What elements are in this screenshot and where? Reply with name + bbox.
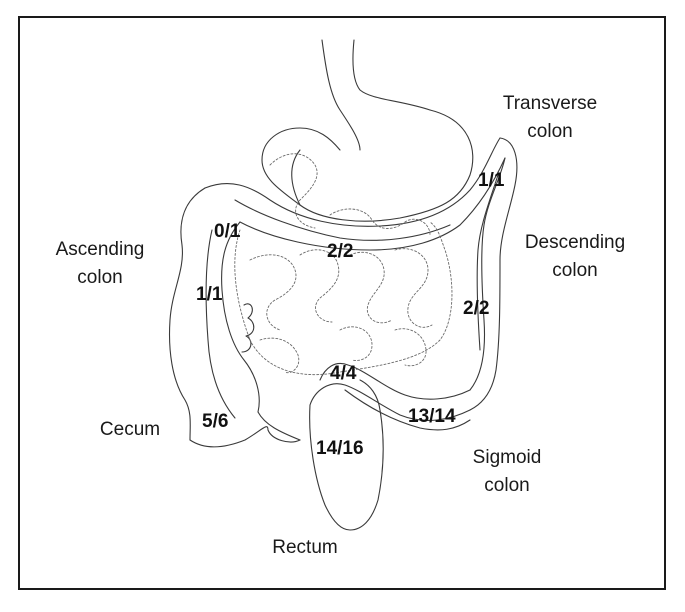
label-ascending-line2: colon <box>77 267 123 288</box>
ratio-sigmoid-upper: 4/4 <box>330 363 357 384</box>
cecum-outline <box>189 426 301 448</box>
ratio-rectum: 14/16 <box>316 438 364 459</box>
ascending-colon-lumen <box>205 229 236 419</box>
transverse-colon-upper <box>204 137 501 227</box>
small-intestine-loop-3 <box>249 254 297 331</box>
stomach-outline <box>261 109 474 222</box>
label-ascending-colon: Ascending colon <box>40 236 160 292</box>
ratio-descending: 2/2 <box>463 298 490 319</box>
small-intestine-boundary <box>234 221 453 376</box>
label-sigmoid-line2: colon <box>484 475 530 496</box>
small-intestine-loop-1 <box>269 153 318 229</box>
ratio-cecum: 5/6 <box>202 411 229 432</box>
label-cecum: Cecum <box>99 419 161 440</box>
haustra-bumps <box>241 303 255 353</box>
sigmoid-inner <box>319 362 471 400</box>
ratio-ascending-lower: 1/1 <box>196 284 223 305</box>
label-descending-colon: Descending colon <box>510 229 640 285</box>
label-descending-line2: colon <box>552 260 598 281</box>
small-intestine-loop-2 <box>329 208 431 236</box>
esophagus-outline-inner <box>352 39 431 111</box>
descending-colon-inner <box>469 157 506 391</box>
sigmoid-outer <box>309 383 471 421</box>
label-sigmoid-colon: Sigmoid colon <box>452 444 562 500</box>
label-transverse-colon: Transverse colon <box>490 90 610 146</box>
transverse-colon-band <box>234 199 451 241</box>
esophagus-outline <box>321 39 361 151</box>
rectum-outline <box>309 379 384 531</box>
figure-frame <box>18 16 666 590</box>
ratio-transverse-right: 1/1 <box>478 170 505 191</box>
stomach-lower-curve <box>291 149 301 206</box>
small-intestine-loop-9 <box>394 328 427 367</box>
label-transverse-line2: colon <box>527 121 573 142</box>
small-intestine-loop-6 <box>394 248 433 328</box>
label-sigmoid-line1: Sigmoid <box>472 447 542 468</box>
descending-colon-lumen <box>476 174 499 351</box>
small-intestine-loop-8 <box>339 326 373 361</box>
descending-colon-outer <box>469 137 518 411</box>
ratio-transverse-mid: 2/2 <box>327 241 354 262</box>
ascending-colon-inner <box>221 221 260 413</box>
label-transverse-line1: Transverse <box>502 93 598 114</box>
label-rectum: Rectum <box>272 537 338 558</box>
ascending-colon-outer <box>168 187 206 441</box>
ratio-ascending-upper: 0/1 <box>214 221 241 242</box>
appendix <box>257 411 301 441</box>
small-intestine-loop-4 <box>299 249 340 323</box>
label-descending-line1: Descending <box>524 232 626 253</box>
sigmoid-lumen <box>344 389 471 431</box>
label-ascending-line1: Ascending <box>55 239 145 260</box>
ratio-sigmoid: 13/14 <box>408 406 456 427</box>
small-intestine-loop-5 <box>349 251 393 324</box>
transverse-colon-lower <box>239 157 506 251</box>
